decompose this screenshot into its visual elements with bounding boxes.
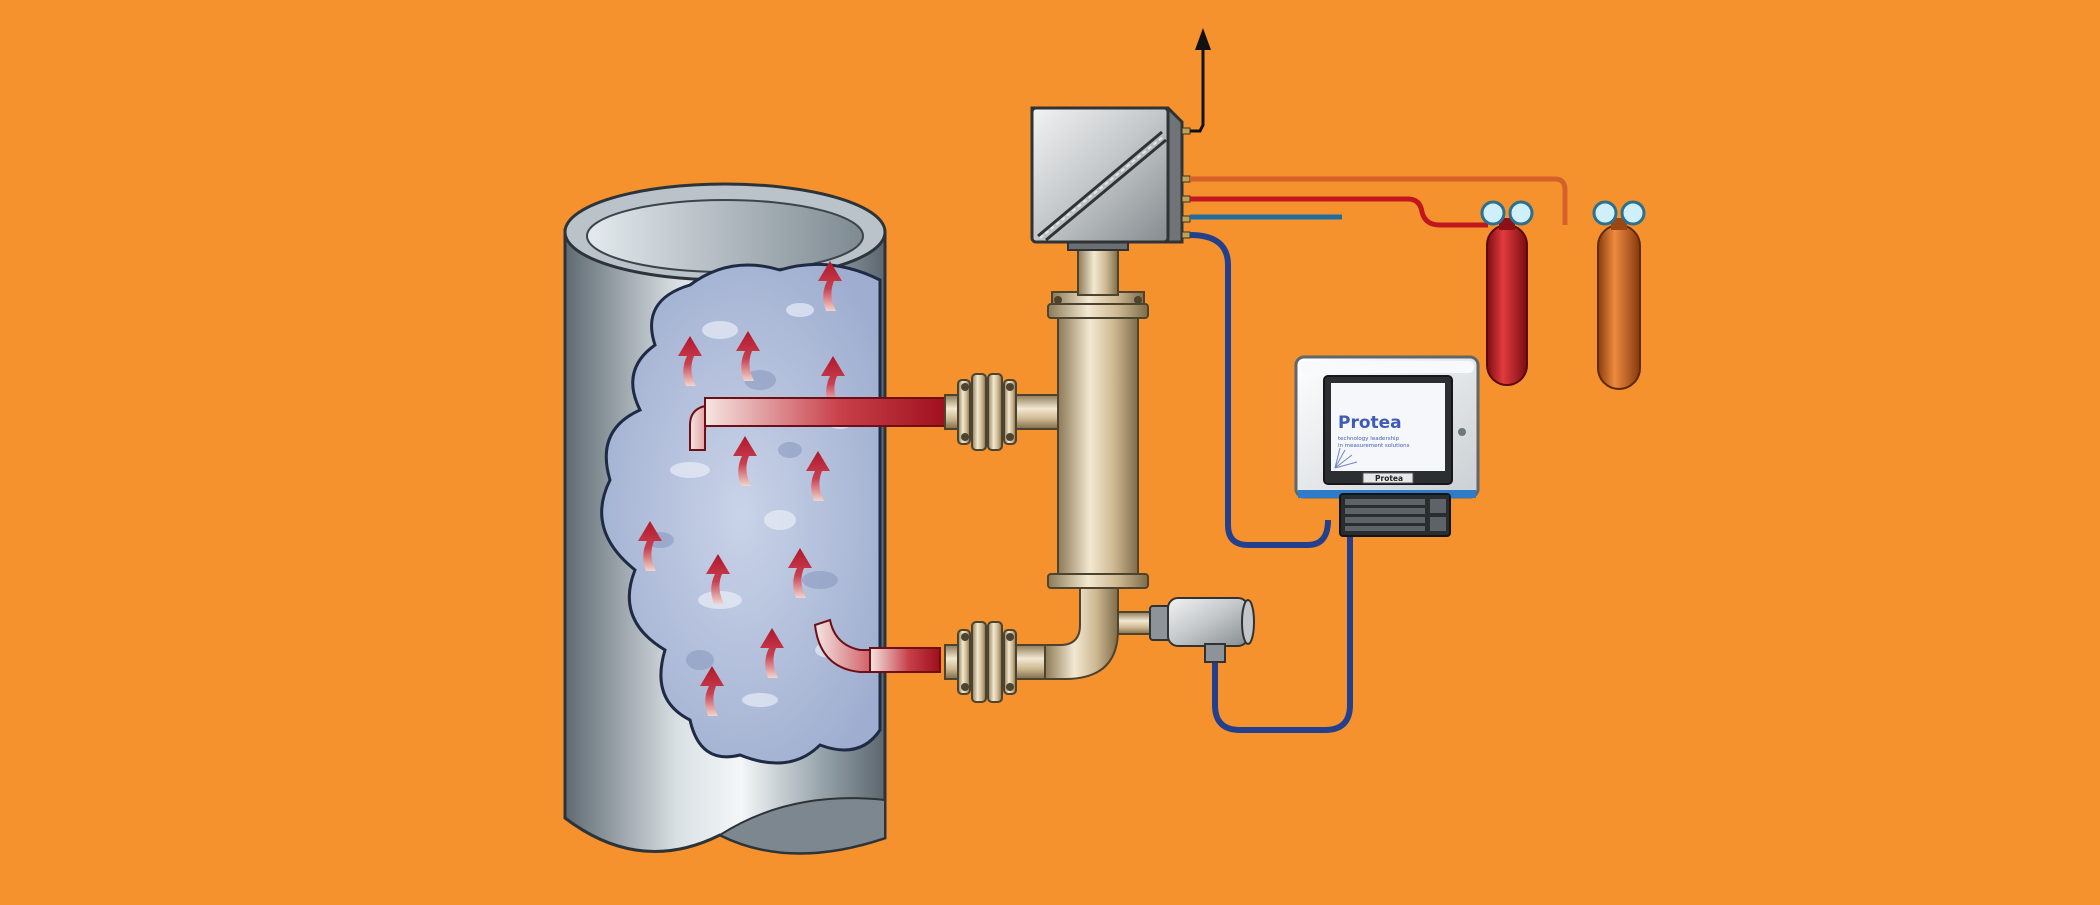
screen-tagline-2: in measurement solutions — [1338, 443, 1410, 449]
controller-cabinet: Protea technology leadership in measurem… — [1294, 355, 1480, 499]
flow-arrow-icon — [678, 336, 702, 386]
flow-arrow-icon — [706, 554, 730, 604]
flow-arrow-icon — [806, 451, 830, 501]
calibration-cylinder-orange — [1592, 200, 1646, 390]
screen-tagline-1: technology leadership — [1338, 436, 1400, 442]
keyboard — [1339, 493, 1451, 537]
flow-arrow-icon — [821, 356, 845, 406]
flow-arrow-icon — [733, 436, 757, 486]
exhaust-vent — [1190, 28, 1211, 133]
flow-arrow-icon — [818, 261, 842, 311]
gas-lines — [1190, 176, 1568, 228]
gas-regulator-icon — [1592, 200, 1646, 226]
screen-title: Protea — [1338, 413, 1402, 433]
gas-regulator-icon — [1480, 200, 1534, 226]
flow-arrow-icon — [700, 666, 724, 716]
return-probe-lower — [813, 618, 941, 673]
flow-arrow-icon — [760, 628, 784, 678]
analyzer-enclosure — [1030, 106, 1191, 244]
upper-flange — [957, 373, 1017, 451]
exhaust-arrow-icon — [1195, 28, 1211, 50]
label-plate: Protea — [1375, 474, 1403, 483]
lower-flange — [957, 621, 1017, 703]
signal-cables — [1189, 232, 1353, 733]
sample-loop — [944, 239, 1161, 680]
screen-logo-rays — [1334, 447, 1358, 469]
flow-arrow-icon — [788, 548, 812, 598]
pressure-transmitter — [1149, 597, 1255, 663]
flow-arrows — [638, 261, 845, 716]
calibration-cylinder-red — [1480, 200, 1534, 386]
flow-arrow-icon — [638, 521, 662, 571]
flow-arrow-icon — [736, 331, 760, 381]
